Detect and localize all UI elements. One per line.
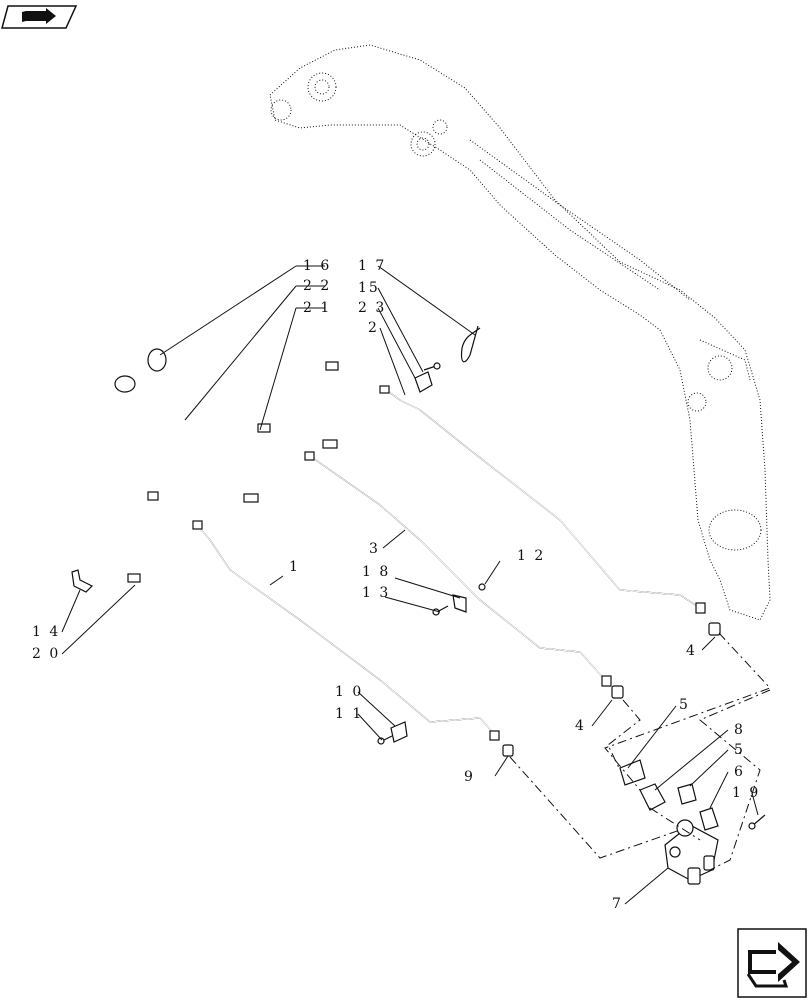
fitting-5-right bbox=[677, 783, 697, 805]
tube-3 bbox=[304, 451, 612, 687]
hose-20 bbox=[44, 466, 188, 583]
clamp-10 bbox=[390, 721, 408, 743]
callout-labels: 1 6 1 7 2 2 2 1 15 2 3 2 3 1 2 1 8 1 3 1… bbox=[32, 258, 760, 912]
tube-2 bbox=[379, 385, 706, 614]
callout-15: 15 bbox=[358, 280, 380, 296]
callout-12: 1 2 bbox=[517, 548, 545, 564]
callout-3: 3 bbox=[369, 541, 380, 557]
valve-block-7 bbox=[664, 819, 719, 885]
fitting-9 bbox=[502, 744, 514, 757]
bolt-11 bbox=[377, 735, 393, 745]
clamp-14 bbox=[71, 569, 94, 593]
callout-9: 9 bbox=[464, 769, 475, 785]
connection-lines bbox=[509, 632, 771, 871]
callout-23: 2 3 bbox=[358, 300, 386, 316]
next-page-arrow-icon[interactable] bbox=[737, 928, 807, 998]
callout-5-right: 5 bbox=[734, 742, 745, 758]
callout-11: 1 1 bbox=[335, 706, 363, 722]
callout-20: 2 0 bbox=[32, 646, 60, 662]
callout-14: 1 4 bbox=[32, 624, 60, 640]
callout-1: 1 bbox=[289, 559, 300, 575]
fitting-6 bbox=[699, 807, 719, 831]
callout-17: 1 7 bbox=[358, 258, 386, 274]
callout-21: 2 1 bbox=[303, 300, 331, 316]
bolt-15 bbox=[423, 362, 441, 371]
book-arrow-icon[interactable] bbox=[1, 5, 78, 29]
callout-6: 6 bbox=[734, 764, 745, 780]
callout-22: 2 2 bbox=[303, 278, 331, 294]
clamp-18 bbox=[452, 594, 467, 613]
callout-5-left: 5 bbox=[679, 697, 690, 713]
clip-17 bbox=[460, 325, 481, 363]
callout-2: 2 bbox=[368, 320, 379, 336]
tube-1 bbox=[192, 520, 500, 741]
callout-13: 1 3 bbox=[362, 585, 390, 601]
boom-arm bbox=[269, 44, 771, 621]
clamp-23 bbox=[414, 371, 433, 393]
fitting-4-lower bbox=[611, 685, 624, 699]
callout-7: 7 bbox=[612, 896, 623, 912]
hose-22 bbox=[176, 399, 304, 503]
bolt-12 bbox=[478, 583, 486, 591]
leader-lines bbox=[61, 265, 759, 905]
bolt-19 bbox=[748, 814, 766, 830]
bolt-13 bbox=[432, 605, 449, 616]
callout-10: 1 0 bbox=[335, 684, 363, 700]
hose-16 bbox=[42, 307, 167, 393]
fitting-5-left bbox=[619, 759, 646, 786]
hose-21 bbox=[247, 328, 383, 449]
fitting-4-upper bbox=[708, 622, 721, 636]
callout-4-lower: 4 bbox=[575, 718, 586, 734]
callout-18: 1 8 bbox=[362, 564, 390, 580]
fitting-8 bbox=[639, 783, 666, 811]
callout-19: 1 9 bbox=[732, 785, 760, 801]
callout-16: 1 6 bbox=[303, 258, 331, 274]
callout-8: 8 bbox=[734, 722, 745, 738]
callout-4-upper: 4 bbox=[686, 643, 697, 659]
